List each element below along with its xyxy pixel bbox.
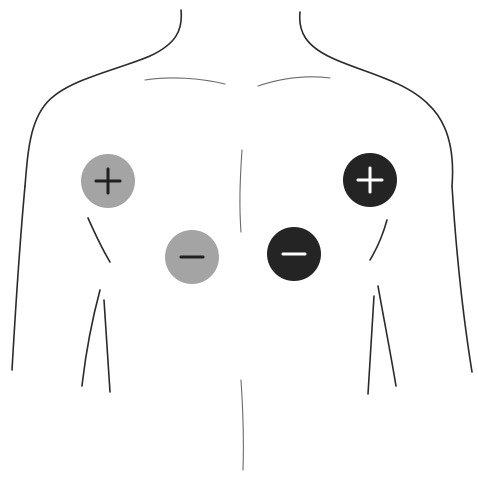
neck-left-line xyxy=(24,9,183,187)
clavicle-right-line xyxy=(257,76,331,87)
left-side-line xyxy=(11,185,26,371)
right-inner-arm-line-2 xyxy=(367,295,375,395)
electrode-left-lower-negative xyxy=(165,230,219,284)
abdomen-midline xyxy=(240,379,244,471)
right-side-line xyxy=(451,185,473,373)
left-inner-arm-line xyxy=(81,289,101,387)
right-pectoral-curve xyxy=(369,219,388,261)
electrode-left-upper-positive xyxy=(81,154,135,208)
right-inner-arm-line xyxy=(377,285,397,387)
sternum-line xyxy=(239,149,243,233)
clavicle-left-line xyxy=(144,77,226,85)
neck-right-line xyxy=(298,11,454,187)
torso-outline xyxy=(11,9,473,471)
left-inner-arm-line-2 xyxy=(103,299,111,393)
left-pectoral-curve xyxy=(87,217,111,263)
electrodes xyxy=(81,153,397,284)
electrode-right-upper-positive xyxy=(343,153,397,207)
electrode-right-lower-negative xyxy=(267,227,321,281)
